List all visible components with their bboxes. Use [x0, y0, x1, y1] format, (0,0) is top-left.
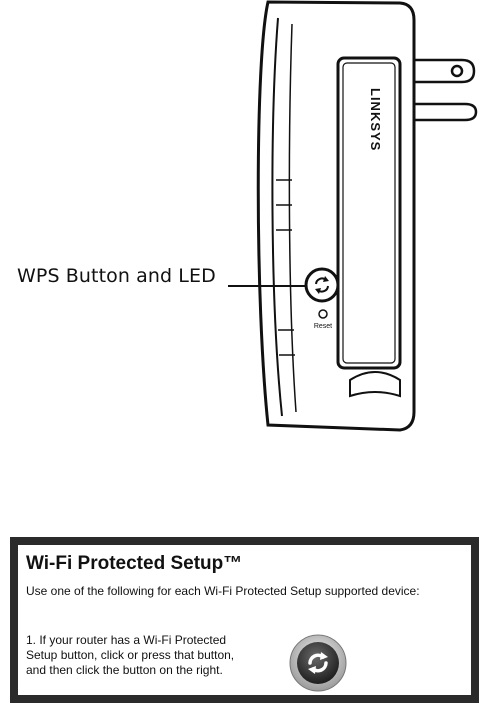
step-line: and then click the button on the right.: [26, 663, 223, 677]
reset-pinhole: [319, 310, 327, 318]
step-one-text: 1. If your router has a Wi-Fi Protected …: [26, 633, 256, 678]
step-line: 1. If your router has a Wi-Fi Protected: [26, 633, 226, 647]
reset-label: Reset: [314, 323, 332, 330]
panel-intro-text: Use one of the following for each Wi-Fi …: [26, 584, 463, 598]
wps-setup-panel: Wi-Fi Protected Setup™ Use one of the fo…: [10, 537, 479, 703]
panel-title: Wi-Fi Protected Setup™: [26, 553, 463, 575]
wps-push-button[interactable]: [288, 633, 348, 693]
wps-icon: [288, 633, 348, 693]
device-body: [258, 2, 414, 430]
range-extender-illustration: LINKSYS Reset: [0, 0, 489, 440]
wps-button-on-device: [306, 269, 338, 301]
step-line: Setup button, click or press that button…: [26, 648, 234, 662]
plug-prongs: [408, 60, 476, 120]
wps-callout-label: WPS Button and LED: [17, 265, 216, 287]
wps-setup-panel-body: Wi-Fi Protected Setup™ Use one of the fo…: [18, 545, 471, 695]
brand-logo: LINKSYS: [368, 88, 383, 151]
